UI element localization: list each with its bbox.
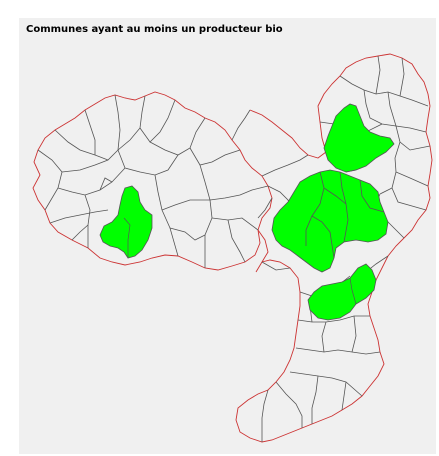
- east-lobe: [235, 53, 433, 443]
- bio-commune-north: [323, 103, 395, 173]
- bio-commune-west: [99, 185, 153, 259]
- map-title: Communes ayant au moins un producteur bi…: [26, 24, 283, 35]
- bio-commune-central: [271, 169, 389, 273]
- commune-borders-east: [261, 55, 431, 442]
- bio-inner-border-south: [349, 277, 357, 305]
- commune-borders-west: [37, 94, 269, 268]
- west-lobe: [32, 91, 273, 271]
- center-neck: [249, 109, 327, 273]
- outer-border-west: [32, 91, 273, 271]
- outer-border-neck: [249, 109, 327, 273]
- bio-commune-south: [307, 263, 377, 321]
- bio-inner-borders-east: [305, 169, 385, 259]
- bio-inner-border-west: [123, 217, 131, 258]
